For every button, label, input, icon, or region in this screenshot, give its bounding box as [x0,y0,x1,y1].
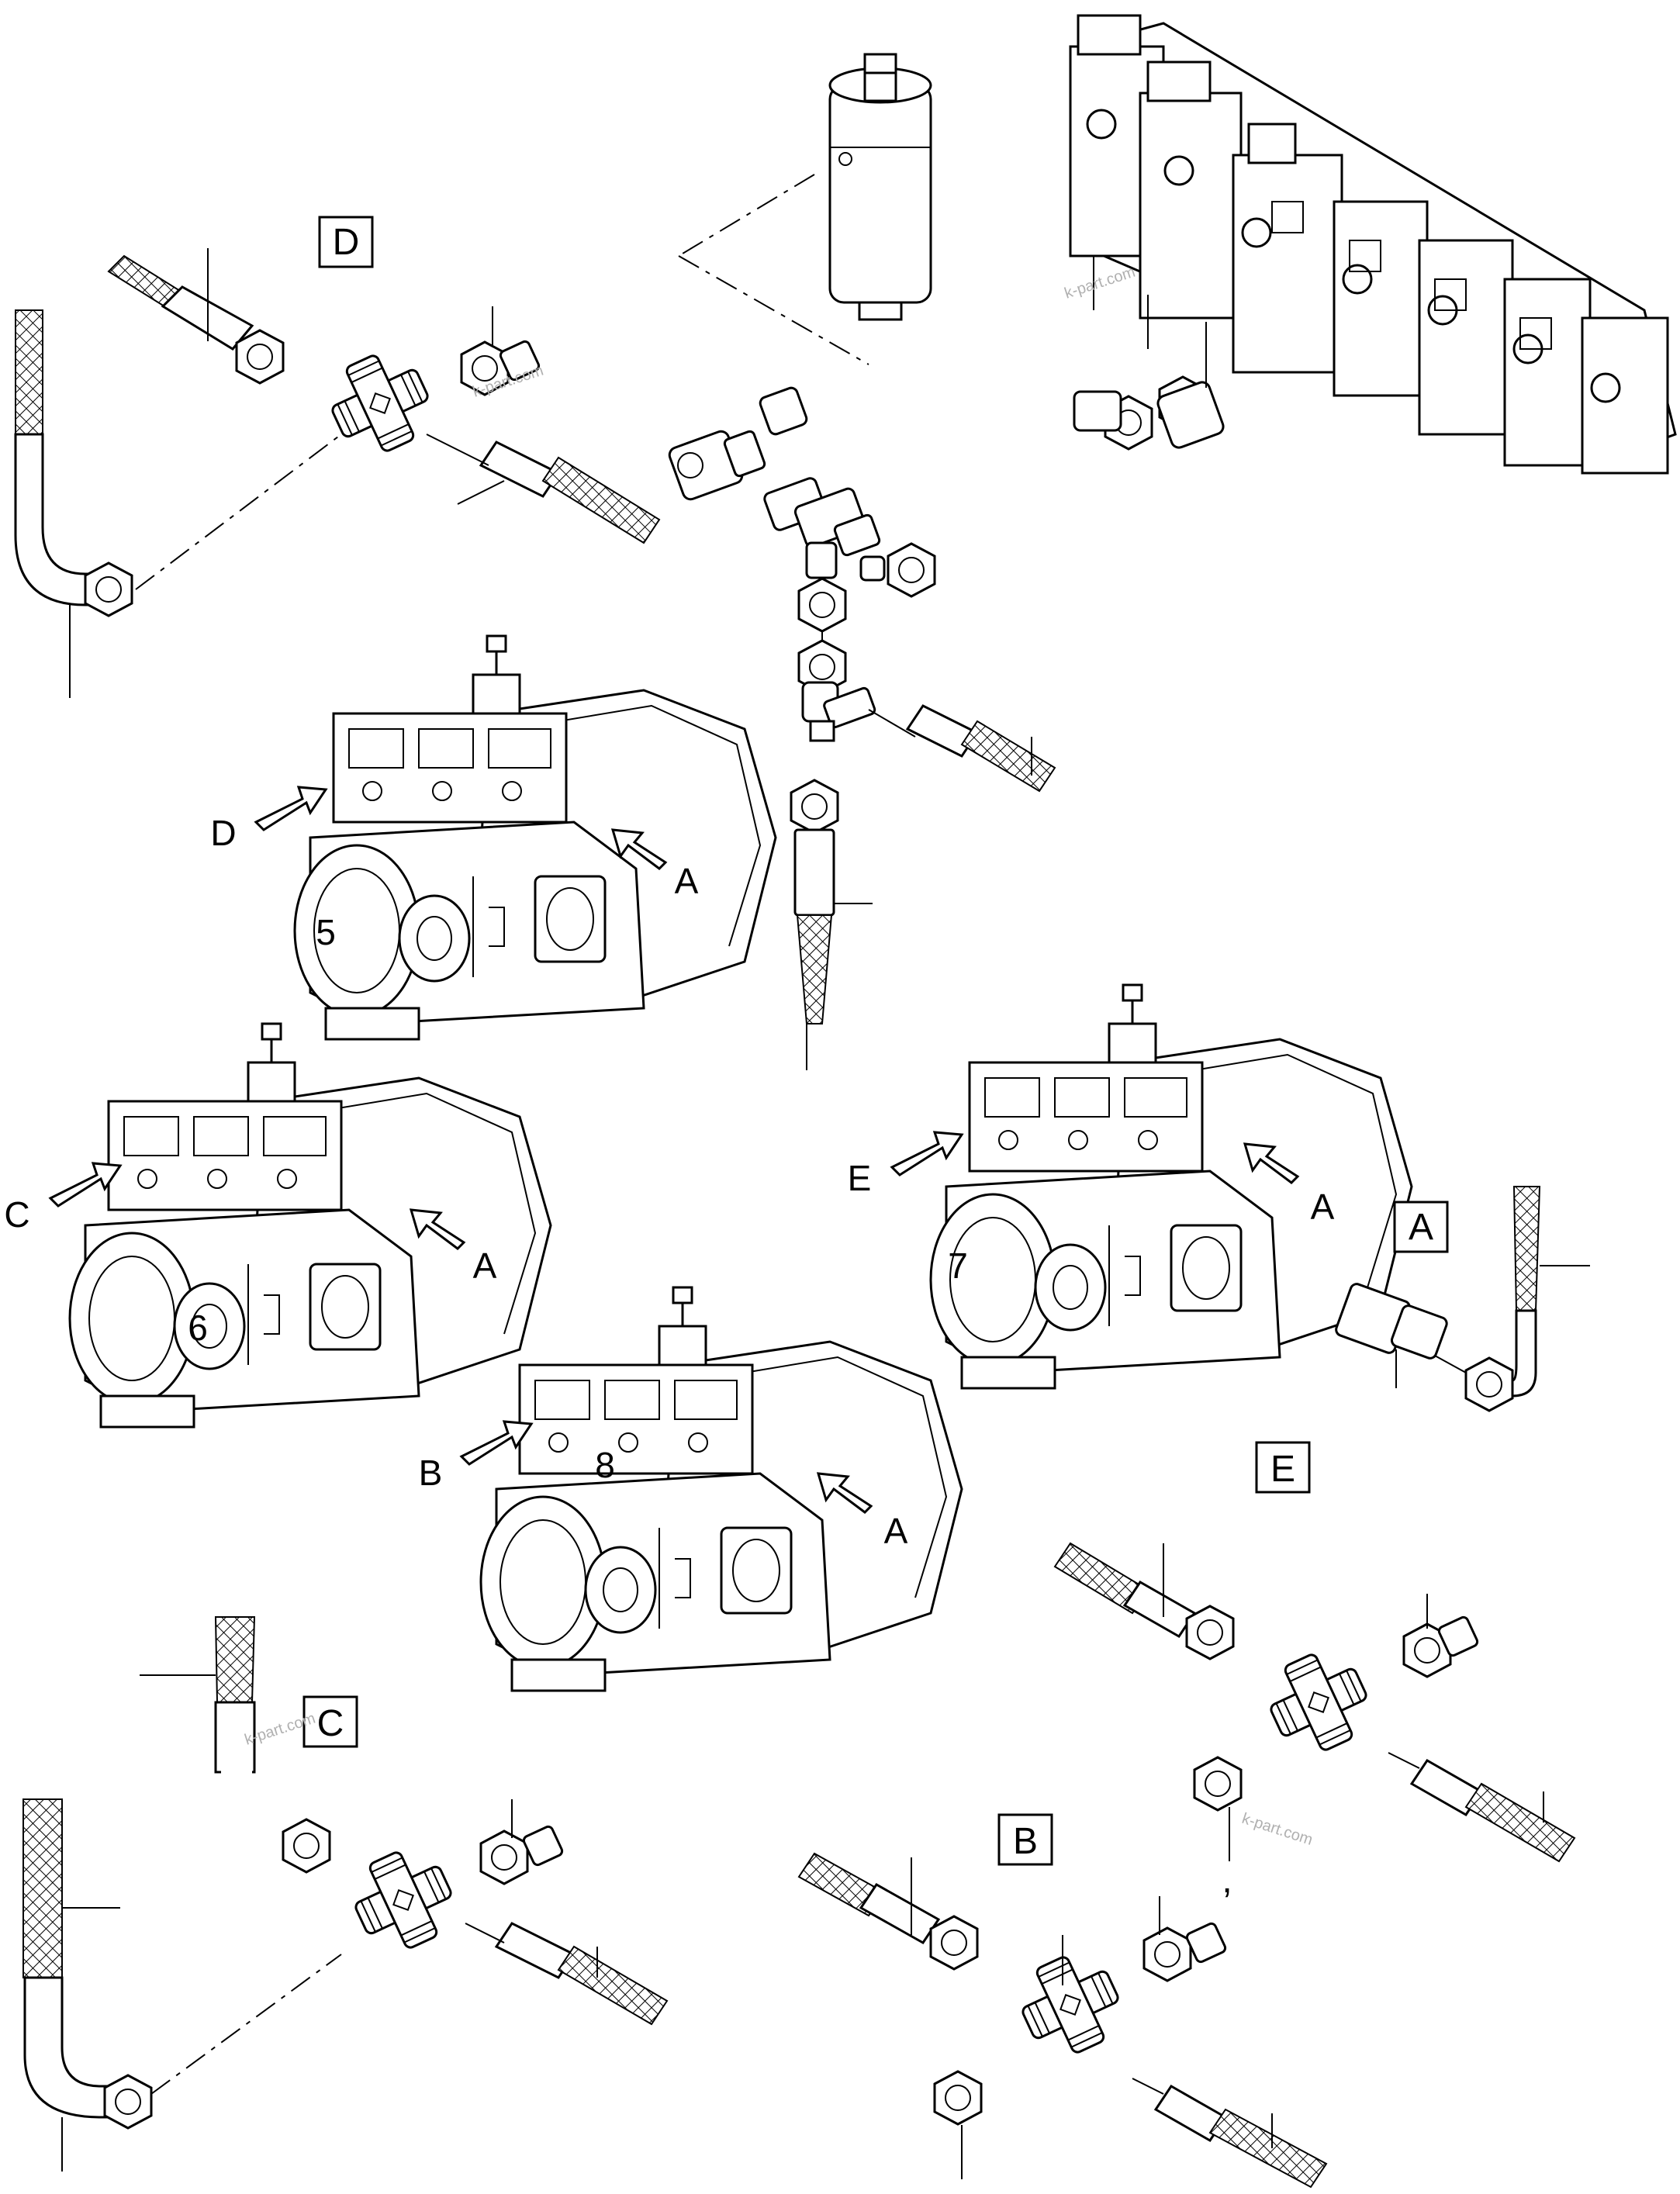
view-b-label: B [1013,1821,1038,1862]
view-d-label: D [333,222,360,263]
pump-5-number: 5 [316,912,336,952]
view-a-detail: A [1335,1186,1590,1412]
watermark-valve: k-part.com [1063,264,1138,302]
view-a-box [1393,1201,1449,1253]
pump-8: 8 B A [419,1286,963,1692]
view-e-detail: E , k-part.com [1053,1441,1576,1901]
view-c-box [302,1695,358,1748]
pump-5: 5 D A [210,634,777,1041]
view-a-label: A [1409,1207,1433,1248]
pump-6-arrow-a: A [473,1246,497,1286]
pump-5-arrow-d: D [210,813,236,853]
pump-7: 7 E A [848,983,1413,1390]
piping-center [668,322,1225,1070]
pump-8-number: 8 [595,1445,615,1485]
pump-6: 6 C A [4,1022,552,1429]
view-d-detail: D k-part.com [14,216,661,698]
view-b-detail: B , [797,1813,1328,2194]
view-e-comma: , [1222,1860,1232,1901]
view-d-box [318,216,374,268]
view-c-detail: C k-part.com [22,1616,669,2172]
view-b-comma: , [963,2174,973,2194]
pump-6-number: 6 [188,1308,208,1348]
view-e-label: E [1270,1449,1295,1490]
pump-8-arrow-b: B [419,1453,443,1493]
view-b-box [997,1813,1053,1866]
view-c-label: C [317,1703,344,1744]
control-valve-bank: k-part.com [1063,14,1677,475]
pump-5-arrow-a: A [675,861,699,901]
pump-7-arrow-e: E [848,1158,872,1198]
view-e-box [1255,1441,1311,1494]
pump-8-arrow-a: A [884,1511,908,1551]
watermark-e: k-part.com [1239,1810,1315,1849]
pump-7-number: 7 [948,1246,968,1286]
filter-assembly [828,53,932,321]
pump-7-arrow-a: A [1311,1187,1335,1227]
pump-6-arrow-c: C [4,1194,29,1235]
